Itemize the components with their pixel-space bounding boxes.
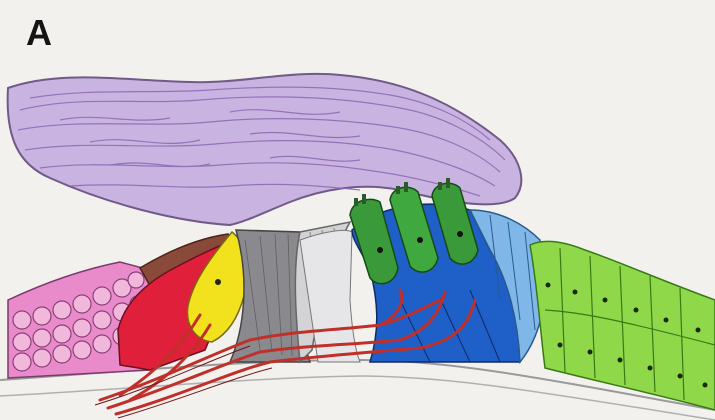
inner-hair-cell-nucleus bbox=[215, 279, 221, 285]
panel-label: A bbox=[26, 12, 52, 54]
